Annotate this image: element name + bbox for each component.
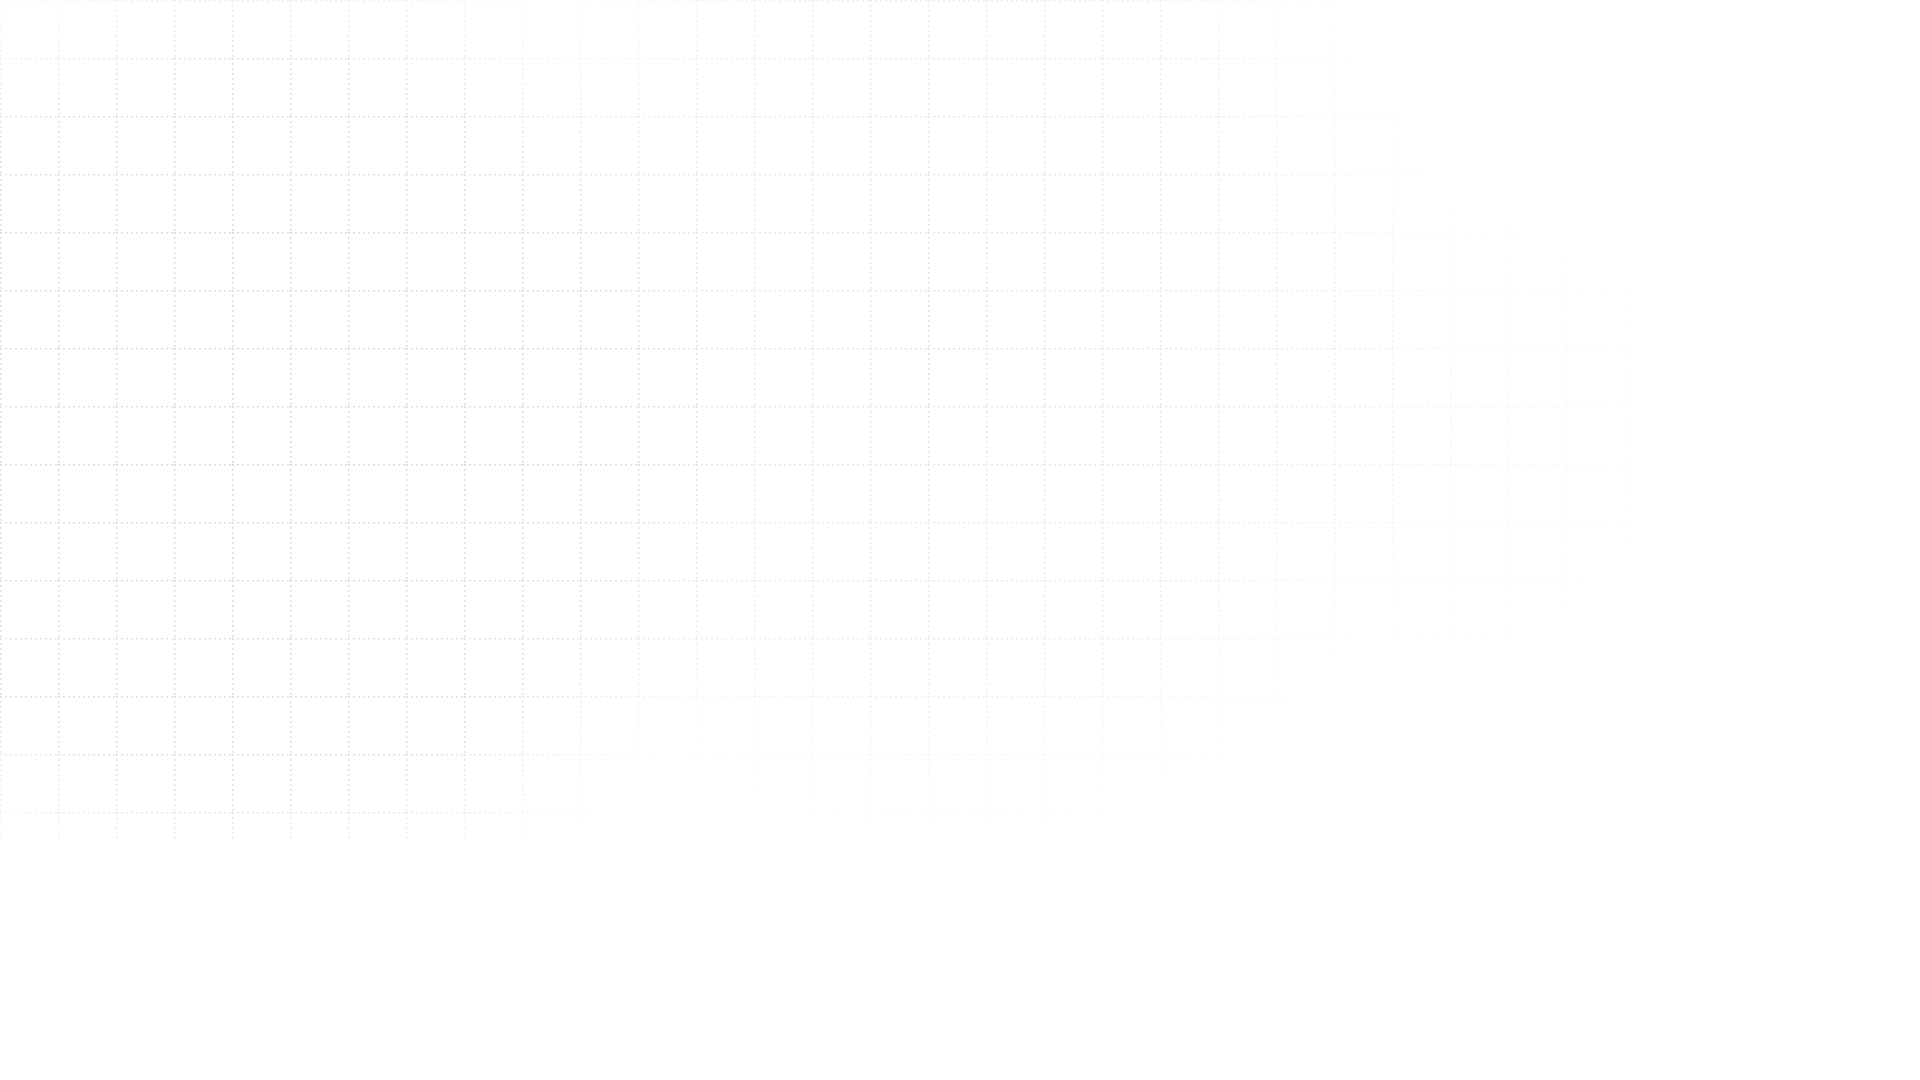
dotted-grid-pattern	[0, 0, 1920, 1080]
blank-canvas	[0, 0, 1920, 1080]
dotted-grid-background	[0, 0, 1920, 1080]
